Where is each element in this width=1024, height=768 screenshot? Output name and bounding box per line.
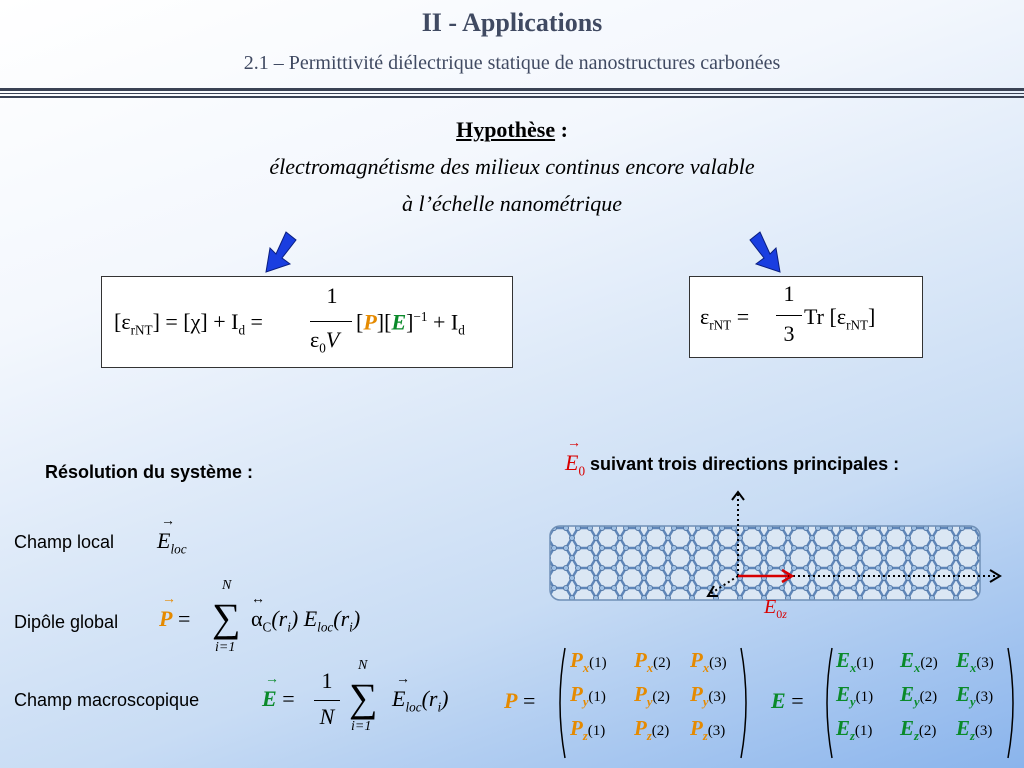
matrix-e-cell: Ex(2) [900,648,938,676]
p-vector: →P [159,592,176,631]
dipole-formula: →P = [159,592,191,631]
dipole-sum-term: ↔αC(ri) Eloc(ri) [251,592,361,635]
eps-rnt: εrNT = [700,304,750,333]
matrix-e-cell: Ey(1) [836,682,874,710]
header-rule-top [0,88,1024,91]
macro-e-vector: →E = [262,672,295,711]
matrix-p-name: P = [504,688,536,713]
hypothesis-colon: : [555,117,568,142]
eps-tensor-left: [εrNT] = [χ] + Id = [114,309,263,338]
macro-frac-num: 1 [321,668,333,693]
sum-symbol: ∑ [212,595,241,640]
matrix-product: [P][E]−1 + Id [356,309,465,338]
matrix-p-cell: Pz(2) [634,716,670,744]
matrix-e-parens [826,647,1014,759]
fraction-numerator: 1 [326,283,338,308]
champ-local-label: Champ local [14,532,115,552]
champ-macro-label: Champ macroscopique [14,690,200,710]
dipole-global-label: Dipôle global [14,612,119,632]
right-down-arrow-icon [749,231,781,273]
matrix-p-cell: Px(2) [634,648,671,676]
left-down-arrow-icon [265,231,297,273]
third-bar [776,315,802,316]
matrix-e-cell: Ez(2) [900,716,937,744]
matrix-p-cell: Py(1) [570,682,606,710]
slide-subtitle: 2.1 – Permittivité diélectrique statique… [243,52,781,74]
e0z-label: E0z [764,596,787,621]
macro-sum-term: →Eloc(ri) [392,672,449,715]
matrix-p-cell: Px(3) [690,648,727,676]
nanotube-diagram [549,490,1002,601]
nanotube-body [549,525,981,601]
hypothesis-heading: Hypothèse : [0,117,1024,143]
trace-formula-box: εrNT = 1 3 Tr [εrNT] [689,276,923,358]
third-denominator: 3 [783,321,795,346]
matrix-p-cell: Px(1) [570,648,607,676]
matrix-e-cell: Ex(3) [956,648,994,676]
macro-frac-den: N [319,704,335,729]
matrix-p-parens [559,647,747,759]
macro-sum-symbol: ∑ [349,675,378,720]
resolution-heading: Résolution du système : [45,462,254,482]
matrix-p-cell: Py(3) [690,682,726,710]
header-rule-mid [0,93,1024,94]
z-axis-dotted [709,575,739,595]
matrix-p-cell: Pz(3) [690,716,726,744]
slide-title: II - Applications [421,8,603,37]
macro-sum-upper: N [358,658,368,673]
matrix-e-cell: Ez(1) [836,716,873,744]
header-rule-bottom [0,96,1024,98]
matrix-p-cell: Py(2) [634,682,670,710]
hypothesis-line-1: électromagnétisme des milieux continus e… [269,154,755,179]
sum-lower-limit: i=1 [215,640,236,655]
macro-sum-lower: i=1 [351,719,372,734]
e0-symbol: →E0 [565,436,586,479]
trace-term: Tr [εrNT] [804,304,876,333]
hypothesis-line-2: à l’échelle nanométrique [402,191,622,216]
e-loc-symbol: →Eloc [157,514,187,557]
macro-frac-bar [314,700,340,701]
matrix-e-cell: Ey(3) [956,682,994,710]
sum-upper-limit: N [222,578,232,593]
fraction-bar [310,321,352,322]
matrix-e-cell: Ey(2) [900,682,938,710]
matrix-p-cell: Pz(1) [570,716,606,744]
e0-directions-heading: →E0 suivant trois directions principales… [565,436,900,479]
hypothesis-label: Hypothèse [456,117,556,142]
matrix-e-cell: Ez(3) [956,716,993,744]
fraction-denominator: ε0V [310,327,340,356]
matrix-e-cell: Ex(1) [836,648,874,676]
matrix-e-name: E = [771,688,804,713]
third-numerator: 1 [783,281,795,306]
permittivity-formula-box: [εrNT] = [χ] + Id = 1 ε0V [P][E]−1 + Id [101,276,513,368]
